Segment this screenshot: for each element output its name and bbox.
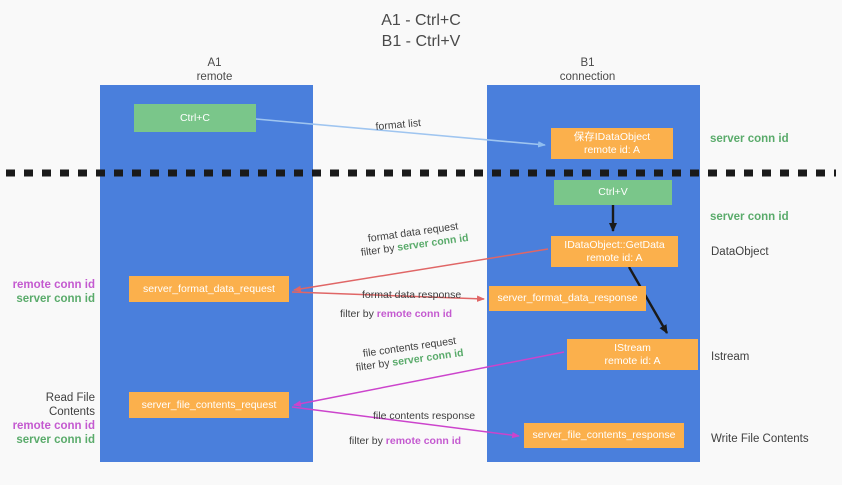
annotation-left-conn-ids-top: remote conn id server conn id [0, 278, 95, 306]
node-save-idataobject-line1: 保存IDataObject [573, 130, 651, 143]
filter-by-text-4: filter by [349, 435, 383, 447]
node-save-idataobject[interactable]: 保存IDataObject remote id: A [551, 128, 673, 159]
edge-label-format-list: format list [375, 117, 422, 133]
annotation-server-conn-id-2: server conn id [16, 434, 95, 446]
node-server-file-contents-request-label: server_file_contents_request [141, 398, 277, 411]
filter-remote-conn-id-1: remote conn id [376, 308, 453, 320]
title-line-1: A1 - Ctrl+C [381, 12, 461, 29]
lane-header-a1: A1 remote [117, 56, 312, 84]
node-server-format-data-request[interactable]: server_format_data_request [129, 276, 289, 302]
node-idataobject-getdata[interactable]: IDataObject::GetData remote id: A [551, 236, 678, 267]
node-istream[interactable]: IStream remote id: A [567, 339, 698, 370]
node-getdata-line2: remote id: A [586, 251, 643, 264]
annotation-remote-conn-id-2: remote conn id [12, 420, 95, 432]
filter-by-text-1: filter by [360, 242, 396, 259]
node-ctrl-c-label: Ctrl+C [179, 111, 211, 124]
node-server-file-contents-response[interactable]: server_file_contents_response [524, 423, 684, 448]
node-server-format-data-response[interactable]: server_format_data_response [489, 286, 646, 311]
lane-header-b1: B1 connection [490, 56, 685, 84]
lane-b1-name: B1 [580, 57, 595, 69]
lane-a1-sub: remote [196, 71, 233, 83]
annotation-dataobject: DataObject [711, 246, 769, 258]
node-ctrl-c[interactable]: Ctrl+C [134, 104, 256, 132]
annotation-server-conn-id-1: server conn id [16, 293, 95, 305]
edge-label-file-contents-response: file contents response [373, 410, 476, 422]
annotation-server-conn-id-mid: server conn id [710, 211, 789, 223]
annotation-read-file-contents: Read File Contents [45, 392, 95, 418]
edge-label-format-data-response-filter: filter by remote conn id [340, 307, 452, 321]
node-server-format-data-response-label: server_format_data_response [497, 292, 638, 304]
filter-by-text-2: filter by [340, 308, 374, 320]
page-title: A1 - Ctrl+C B1 - Ctrl+V [0, 10, 842, 52]
edge-label-format-data-response: format data response [362, 289, 462, 301]
node-server-file-contents-response-label: server_file_contents_response [532, 429, 676, 441]
node-istream-line1: IStream [614, 341, 651, 354]
edge-label-file-contents-response-filter: filter by remote conn id [349, 434, 461, 448]
node-save-idataobject-line2: remote id: A [583, 143, 640, 156]
node-getdata-line1: IDataObject::GetData [564, 238, 665, 251]
annotation-write-file-contents: Write File Contents [711, 433, 809, 445]
lane-b1-sub: connection [559, 71, 616, 83]
filter-remote-conn-id-2: remote conn id [385, 435, 462, 447]
annotation-istream: Istream [711, 351, 750, 363]
node-ctrl-v[interactable]: Ctrl+V [554, 180, 672, 205]
node-ctrl-v-label: Ctrl+V [598, 186, 628, 198]
lane-a1-name: A1 [207, 57, 222, 69]
node-istream-line2: remote id: A [604, 354, 661, 367]
annotation-left-conn-ids-bottom: Read File Contents remote conn id server… [0, 391, 95, 447]
filter-by-text-3: filter by [355, 357, 391, 374]
node-server-file-contents-request[interactable]: server_file_contents_request [129, 392, 289, 418]
annotation-remote-conn-id-1: remote conn id [12, 279, 95, 291]
node-server-format-data-request-label: server_format_data_request [143, 282, 275, 295]
annotation-server-conn-id-top: server conn id [710, 133, 789, 145]
title-line-2: B1 - Ctrl+V [381, 33, 461, 50]
